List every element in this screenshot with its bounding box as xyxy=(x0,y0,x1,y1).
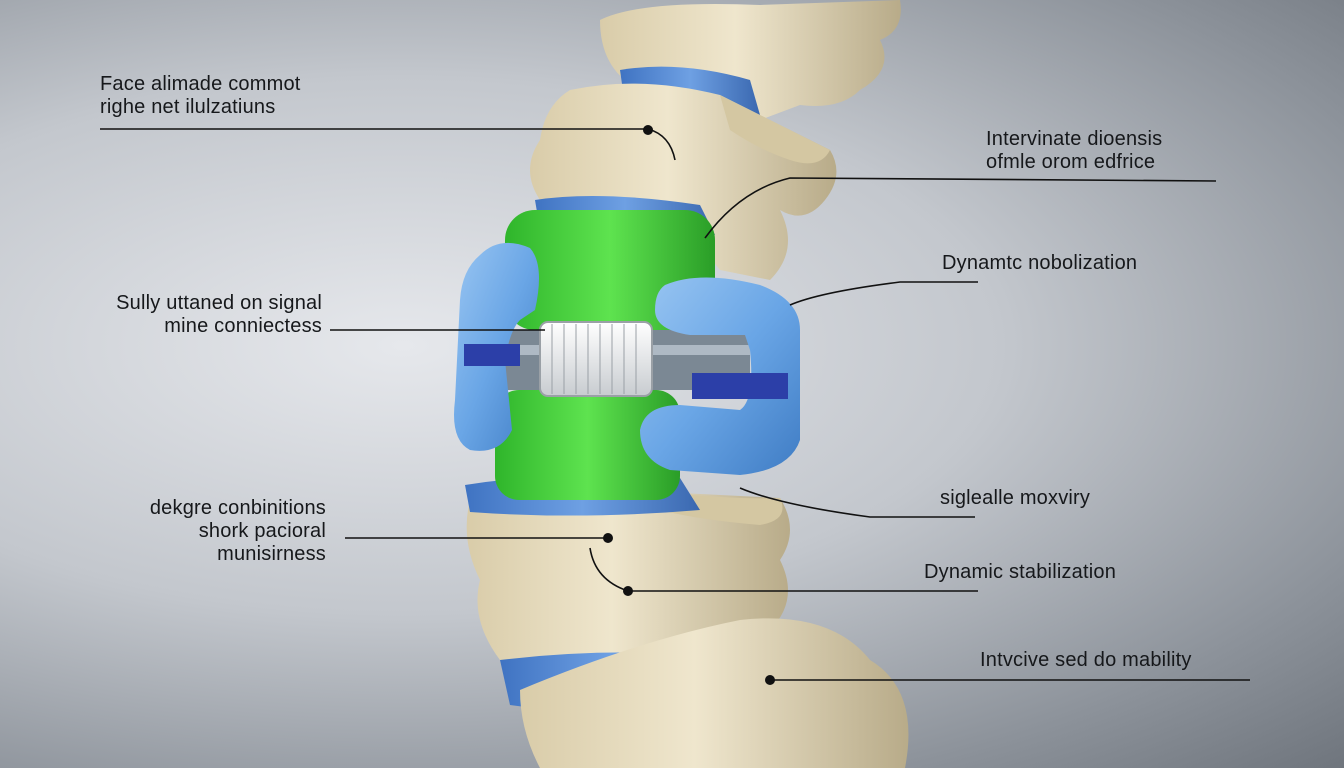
label-left-3: dekgre conbinitions shork pacioral munis… xyxy=(149,497,326,565)
leader-dots xyxy=(603,125,775,685)
vertebra-upper xyxy=(530,83,837,280)
label-left-1: Face alimade commot righe net ilulzatiun… xyxy=(100,73,301,118)
label-right-3: siglealle moxviry xyxy=(940,487,1091,509)
left-clamp xyxy=(454,242,539,451)
right-clamp xyxy=(640,277,800,475)
spring-element xyxy=(539,321,653,397)
label-left-2: Sully uttaned on signal mine conniectess xyxy=(116,292,322,337)
label-right-4: Dynamic stabilization xyxy=(924,561,1117,583)
label-right-5: Intvcive sed do mability xyxy=(980,649,1192,671)
label-right-2: Dynamtc nobolization xyxy=(942,252,1138,274)
label-right-1: Intervinate dioensis ofmle orom edfrice xyxy=(986,128,1163,173)
vertebra-bottom xyxy=(520,618,909,768)
